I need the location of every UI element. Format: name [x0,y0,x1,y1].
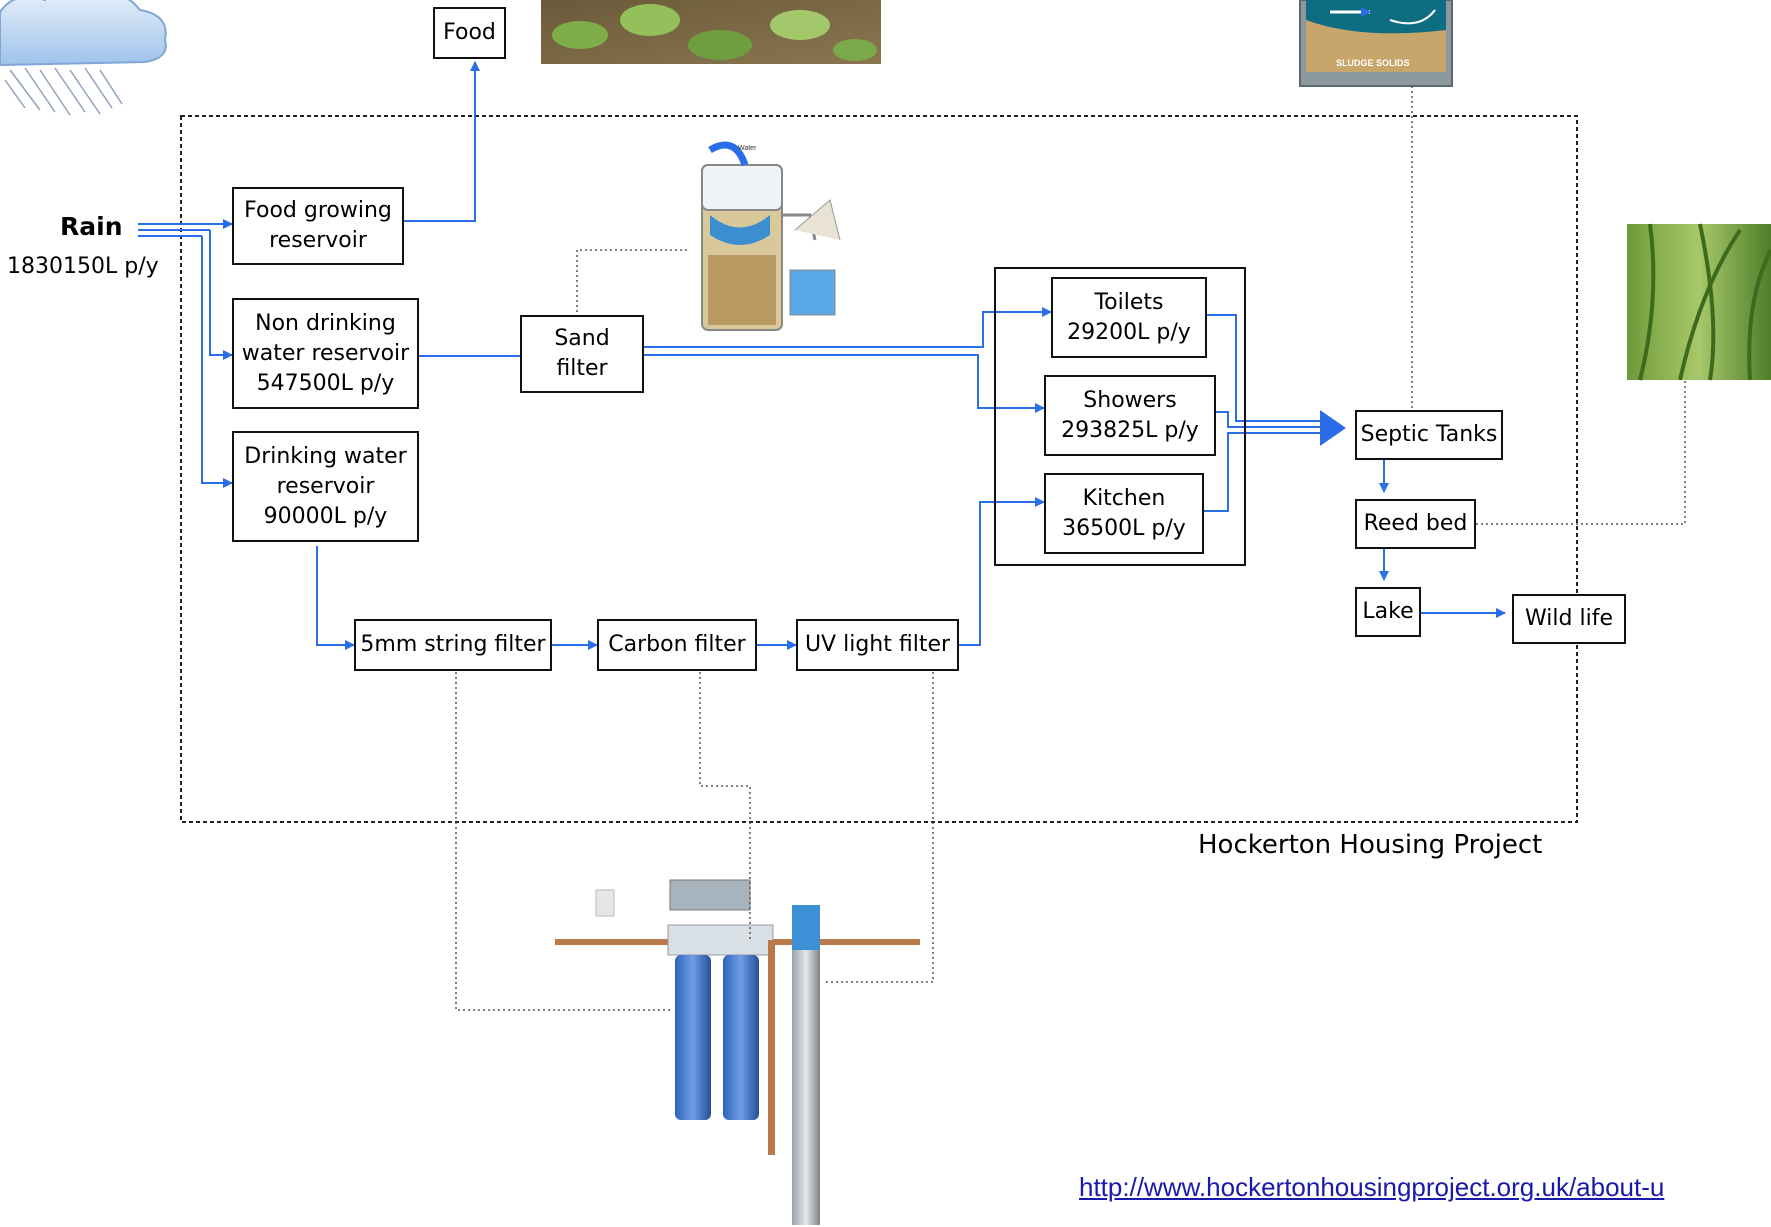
wild-life-box: Wild life [1512,594,1626,644]
source-link[interactable]: http://www.hockertonhousingproject.org.u… [1079,1172,1665,1202]
septic-inflow-arrow [1320,410,1346,446]
uv-light-filter-box: UV light filter [796,619,959,671]
kitchen-box: Kitchen 36500L p/y [1044,473,1204,554]
rain-cloud-image [0,0,167,116]
sand-filter-image: Water [701,141,841,331]
lake-box: Lake [1355,587,1421,637]
reed-bed-image [1627,223,1771,381]
flow-lines [138,61,1506,650]
project-label: Hockerton Housing Project [1198,830,1543,860]
septic-image-caption: SLUDGE SOLIDS [1336,58,1410,68]
rain-amount: 1830150L p/y [7,254,159,279]
drinking-water-reservoir-box: Drinking water reservoir 90000L p/y [232,431,419,542]
string-filter-box: 5mm string filter [354,619,552,671]
showers-box: Showers 293825L p/y [1044,375,1216,456]
food-box: Food [433,7,506,59]
toilets-box: Toilets 29200L p/y [1051,277,1207,358]
water-filter-unit-image [555,879,920,1225]
septic-tank-image: SLUDGE SOLIDS [1299,0,1453,87]
food-plants-image [541,0,881,64]
septic-tanks-box: Septic Tanks [1355,410,1503,460]
project-boundary [180,115,1578,823]
annotation-lines [455,86,1686,1011]
food-growing-reservoir-box: Food growing reservoir [232,187,404,265]
sand-filter-box: Sand filter [520,315,644,393]
sand-filter-image-caption: Water [738,145,757,152]
non-drinking-water-reservoir-box: Non drinking water reservoir 547500L p/y [232,298,419,409]
rain-label: Rain [60,212,123,241]
household-uses-group [994,267,1246,566]
carbon-filter-box: Carbon filter [597,619,757,671]
reed-bed-box: Reed bed [1355,499,1476,549]
